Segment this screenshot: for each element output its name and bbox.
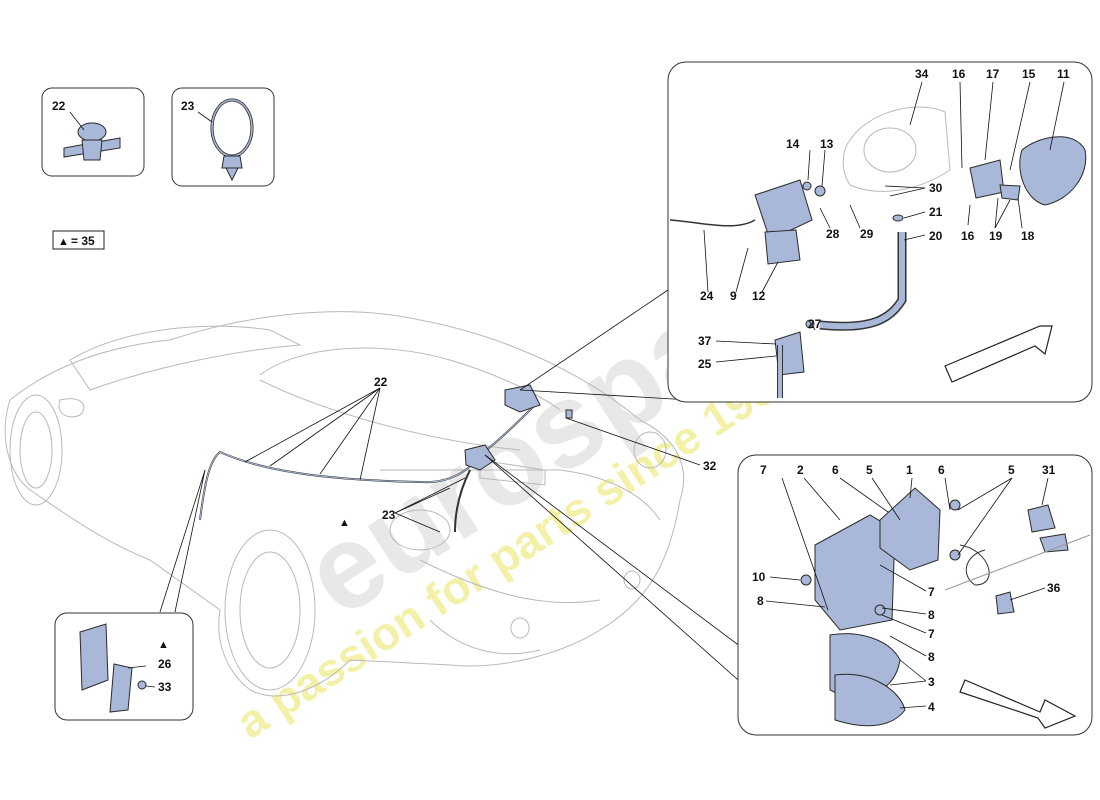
inset-clip: 22 bbox=[41, 87, 145, 177]
label-5-right: 5 bbox=[1008, 463, 1015, 477]
inset-tie: 23 bbox=[171, 87, 275, 187]
inset-engine-lid-latch: 7 2 6 5 1 6 5 31 10 7 8 8 7 8 36 3 4 bbox=[737, 454, 1093, 736]
label-18: 18 bbox=[1021, 229, 1035, 243]
label-36: 36 bbox=[1047, 581, 1061, 595]
label-31: 31 bbox=[1042, 463, 1056, 477]
inset-fuel-filler: 34 16 17 15 11 14 13 30 21 20 28 29 16 1… bbox=[667, 61, 1093, 403]
label-24: 24 bbox=[700, 289, 714, 303]
label-8-low: 8 bbox=[928, 650, 935, 664]
label-21: 21 bbox=[929, 205, 943, 219]
label-19: 19 bbox=[989, 229, 1003, 243]
label-8-left: 8 bbox=[757, 594, 764, 608]
label-23-main: 23 bbox=[382, 508, 396, 522]
legend-value: = 35 bbox=[71, 234, 95, 248]
triangle-marker-inset: ▲ bbox=[158, 639, 169, 651]
label-28: 28 bbox=[826, 227, 840, 241]
legend: ▲ = 35 bbox=[52, 230, 105, 250]
label-27: 27 bbox=[808, 317, 822, 331]
legend-symbol: ▲ bbox=[58, 236, 69, 248]
label-34: 34 bbox=[915, 67, 929, 81]
label-6-left: 6 bbox=[832, 463, 839, 477]
triangle-marker-main: ▲ bbox=[339, 517, 350, 529]
label-33: 33 bbox=[158, 680, 172, 694]
label-17: 17 bbox=[986, 67, 1000, 81]
label-12: 12 bbox=[752, 289, 766, 303]
label-16-bottom: 16 bbox=[961, 229, 975, 243]
car-outline bbox=[4, 311, 685, 697]
label-23-inset: 23 bbox=[181, 99, 195, 113]
label-1: 1 bbox=[906, 463, 913, 477]
label-11: 11 bbox=[1057, 67, 1070, 81]
label-16-top: 16 bbox=[952, 67, 966, 81]
label-29: 29 bbox=[860, 227, 874, 241]
label-25: 25 bbox=[698, 357, 712, 371]
cable-assembly bbox=[199, 384, 573, 533]
label-10: 10 bbox=[752, 570, 766, 584]
label-7-mid: 7 bbox=[928, 585, 935, 599]
label-2: 2 bbox=[797, 463, 804, 477]
label-22-main: 22 bbox=[374, 375, 388, 389]
label-8-mid: 8 bbox=[928, 608, 935, 622]
label-32: 32 bbox=[703, 459, 717, 473]
label-13: 13 bbox=[820, 137, 834, 151]
label-37: 37 bbox=[698, 334, 712, 348]
inset-lower-left: ▲ 26 33 bbox=[54, 612, 194, 721]
label-26: 26 bbox=[158, 657, 172, 671]
label-22-inset: 22 bbox=[52, 99, 66, 113]
label-7-low: 7 bbox=[928, 627, 935, 641]
label-15: 15 bbox=[1022, 67, 1036, 81]
label-9: 9 bbox=[730, 289, 737, 303]
label-5-left: 5 bbox=[866, 463, 873, 477]
label-20: 20 bbox=[929, 229, 943, 243]
label-7-top: 7 bbox=[760, 463, 767, 477]
label-4: 4 bbox=[928, 700, 935, 714]
label-6-right: 6 bbox=[938, 463, 945, 477]
label-14: 14 bbox=[786, 137, 800, 151]
label-3: 3 bbox=[928, 675, 935, 689]
label-30: 30 bbox=[929, 181, 943, 195]
